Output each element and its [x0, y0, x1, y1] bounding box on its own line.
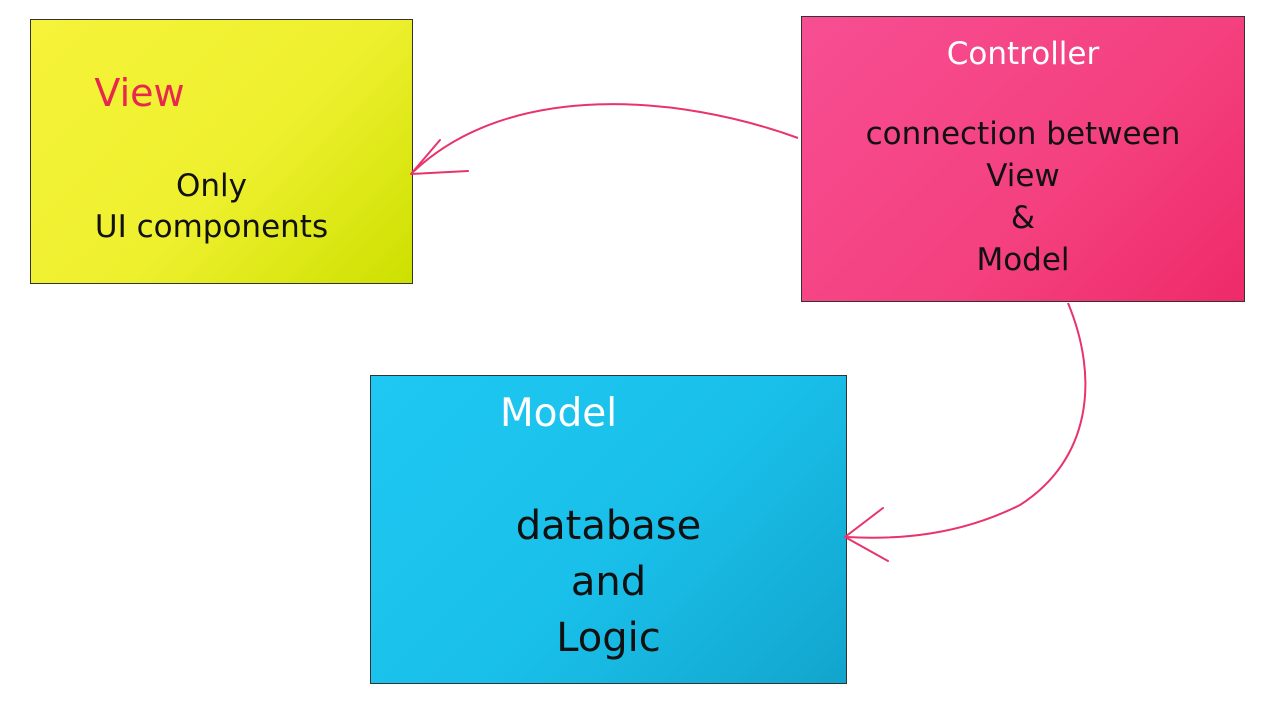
- model-line-1: database: [515, 503, 702, 549]
- controller-box: Controller connection between View & Mod…: [801, 16, 1245, 302]
- controller-line-1: connection between: [865, 116, 1181, 152]
- view-line-2: UI components: [94, 209, 329, 245]
- model-line-3: Logic: [556, 615, 661, 661]
- view-box: View Only UI components: [30, 19, 413, 284]
- model-title: Model: [499, 391, 618, 436]
- view-line-1: Only: [175, 168, 247, 204]
- model-line-2: and: [570, 559, 647, 605]
- model-description: database and Logic: [371, 498, 846, 666]
- view-description: Only UI components: [41, 166, 382, 248]
- controller-line-4: Model: [976, 242, 1070, 278]
- view-title: View: [94, 71, 185, 115]
- controller-title: Controller: [946, 36, 1100, 72]
- arrow-controller-to-model: [844, 302, 1087, 562]
- model-box: Model database and Logic: [370, 375, 847, 684]
- controller-description: connection between View & Model: [802, 113, 1244, 281]
- controller-line-2: View: [986, 158, 1060, 194]
- controller-line-3: &: [1010, 200, 1036, 236]
- arrow-controller-to-view: [410, 103, 799, 175]
